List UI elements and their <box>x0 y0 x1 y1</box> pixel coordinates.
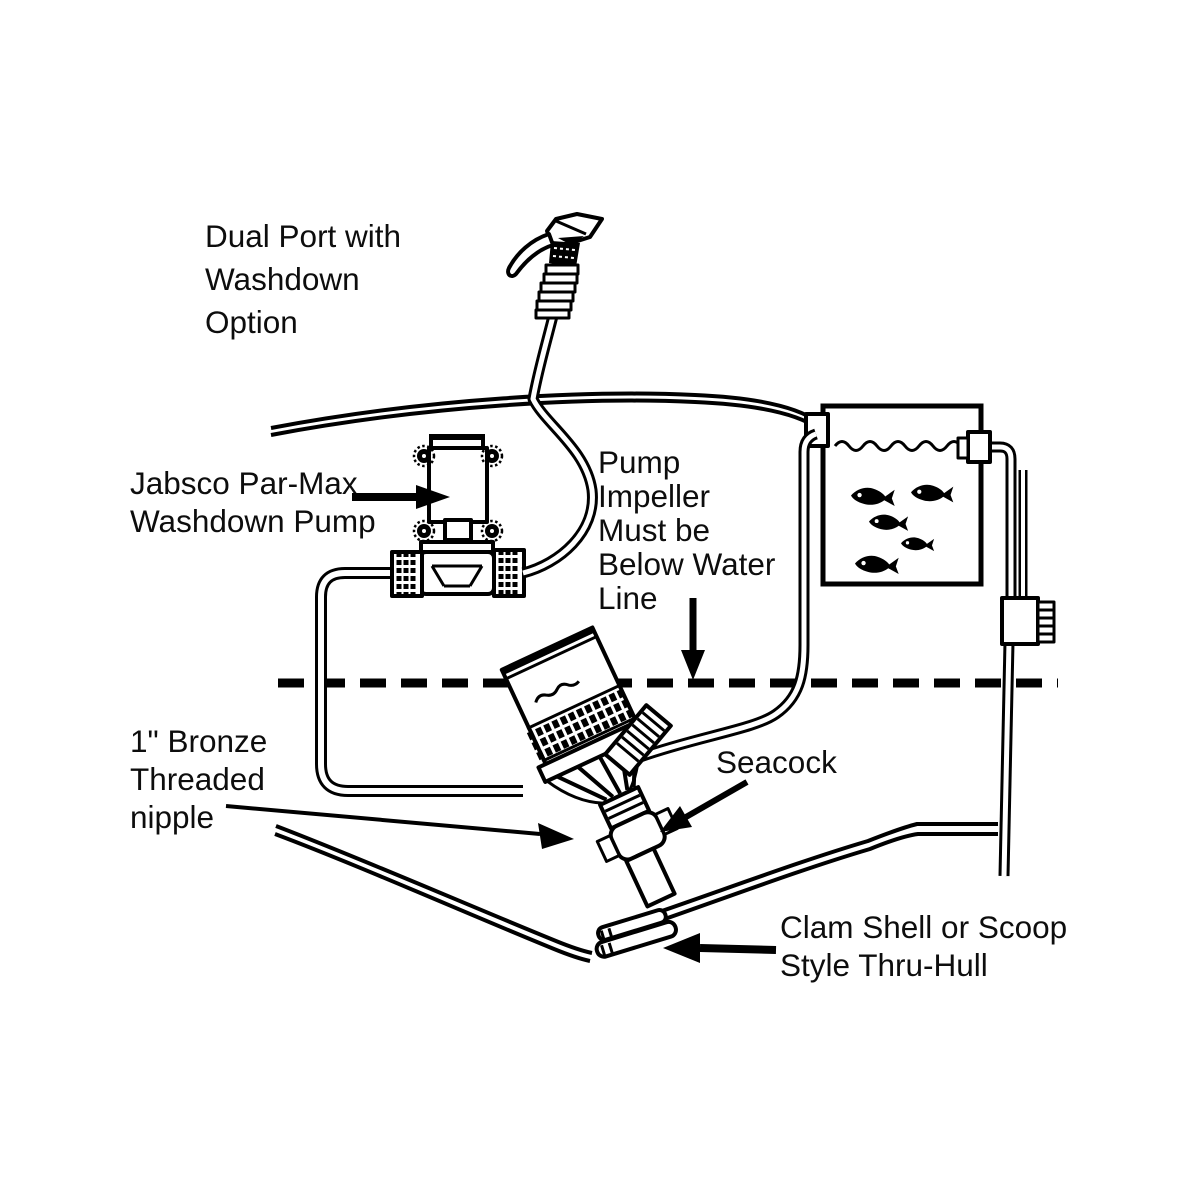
title-line: Option <box>205 304 298 340</box>
thru-hull-label: Clam Shell or Scoop Style Thru-Hull <box>663 909 1067 983</box>
seacock-arrow <box>660 779 749 832</box>
impeller-note-line: Impeller <box>598 478 710 514</box>
impeller-note-line: Pump <box>598 444 680 480</box>
hull-line-right <box>605 822 998 940</box>
nozzle-ribbed-neck <box>534 263 580 320</box>
nozzle-thread-block <box>549 241 580 267</box>
washdown-pump <box>390 434 526 598</box>
thru-hull-label-line: Style Thru-Hull <box>780 947 988 983</box>
nipple-label-line: 1" Bronze <box>130 723 267 759</box>
title-label: Dual Port with Washdown Option <box>205 218 401 340</box>
suction-hose <box>315 567 523 797</box>
tank-fill-hose <box>638 428 819 763</box>
thru-hull-stem <box>624 846 677 909</box>
nipple-label-line: nipple <box>130 799 214 835</box>
thru-hull-arrow <box>663 933 777 963</box>
strainer-logo-squiggle <box>534 680 581 703</box>
impeller-note-line: Below Water <box>598 546 775 582</box>
title-line: Dual Port with <box>205 218 401 254</box>
pump-head <box>390 548 526 598</box>
pump-port-neck <box>443 518 473 542</box>
nipple-pointer <box>225 804 574 849</box>
tee-barb-fitting <box>603 703 673 777</box>
nipple-label: 1" Bronze Threaded nipple <box>130 723 574 849</box>
pump-label-line: Jabsco Par-Max <box>130 465 358 501</box>
pump-label-line: Washdown Pump <box>130 503 376 539</box>
impeller-note: Pump Impeller Must be Below Water Line <box>598 444 775 680</box>
seacock-label-text: Seacock <box>716 744 837 780</box>
pump-strainer <box>499 625 679 909</box>
impeller-arrow <box>681 598 705 680</box>
livewell-tank <box>820 403 984 587</box>
seacock-label: Seacock <box>660 744 837 832</box>
pump-arrow <box>352 485 450 509</box>
nipple-label-line: Threaded <box>130 761 265 797</box>
hull-line-left <box>274 824 593 963</box>
tank-drain-pipe <box>986 441 1056 877</box>
spray-nozzle <box>506 212 604 320</box>
title-line: Washdown <box>205 261 360 297</box>
pump-label: Jabsco Par-Max Washdown Pump <box>130 465 450 539</box>
thru-hull-label-line: Clam Shell or Scoop <box>780 909 1067 945</box>
deck-line <box>270 391 821 437</box>
impeller-note-line: Must be <box>598 512 710 548</box>
tank-water-surface <box>833 440 977 452</box>
pump-motor-body <box>427 446 489 524</box>
pump-bolt <box>412 444 504 543</box>
thru-hull-fitting <box>594 908 678 959</box>
discharge-hose <box>521 314 598 579</box>
tank-outlet-fitting <box>956 430 992 464</box>
drain-barb-fitting <box>1000 596 1056 646</box>
nozzle-trigger <box>506 232 555 279</box>
impeller-note-line: Line <box>598 580 658 616</box>
